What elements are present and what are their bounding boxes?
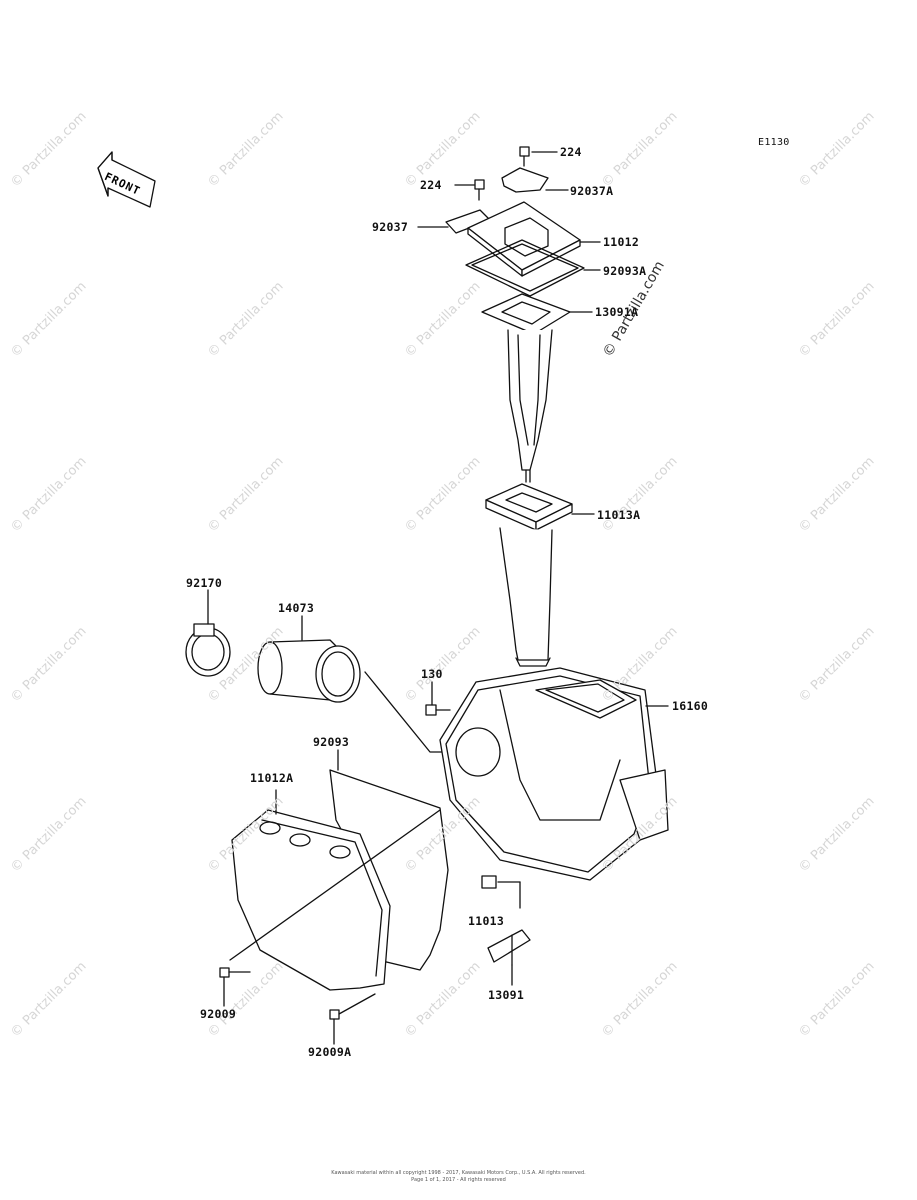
- part-label: 13091A: [595, 305, 639, 319]
- bolt-224-top: [519, 146, 558, 167]
- bolt-92009a: [329, 993, 376, 1045]
- part-label: 130: [421, 667, 443, 681]
- footer-copyright: Kawasaki material within all copyright 1…: [331, 1170, 586, 1176]
- intake-duct: [507, 329, 553, 483]
- bolt-130: [425, 681, 451, 716]
- footer-page: Page 1 of 1, 2017 - All rights reserved: [411, 1177, 506, 1183]
- part-label: 92037A: [570, 184, 614, 198]
- part-label: 92093A: [603, 264, 647, 278]
- part-label: 11013A: [597, 508, 641, 522]
- boot-14073: [257, 615, 449, 753]
- cover-11012a: [229, 789, 441, 991]
- cover-11012: [467, 201, 601, 277]
- housing-16160: [439, 667, 669, 881]
- front-arrow-icon: [97, 151, 156, 208]
- lower-duct: [499, 527, 553, 667]
- part-label: 11012A: [250, 771, 294, 785]
- part-label: 14073: [278, 601, 315, 615]
- bolt-92009: [219, 967, 251, 1007]
- seal-13091: [487, 929, 531, 986]
- plate-92037a: [501, 167, 569, 193]
- part-label: 13091: [488, 988, 525, 1002]
- part-label: 92037: [372, 220, 409, 234]
- seal-11013a: [485, 483, 595, 531]
- part-label: 224: [560, 145, 582, 159]
- bolt-224-left: [454, 179, 485, 201]
- clamp-92170: [185, 589, 231, 677]
- gasket-92093a: [465, 239, 601, 297]
- part-11013: [481, 875, 521, 909]
- diagram-code: E1130: [758, 137, 790, 148]
- part-label: 92093: [313, 735, 350, 749]
- part-label: 92170: [186, 576, 223, 590]
- part-label: 16160: [672, 699, 709, 713]
- part-label: 92009: [200, 1007, 237, 1021]
- part-label: 11013: [468, 914, 505, 928]
- part-label: 224: [420, 178, 442, 192]
- part-label: 92009A: [308, 1045, 352, 1059]
- seal-13091a: [481, 293, 593, 335]
- part-label: 11012: [603, 235, 640, 249]
